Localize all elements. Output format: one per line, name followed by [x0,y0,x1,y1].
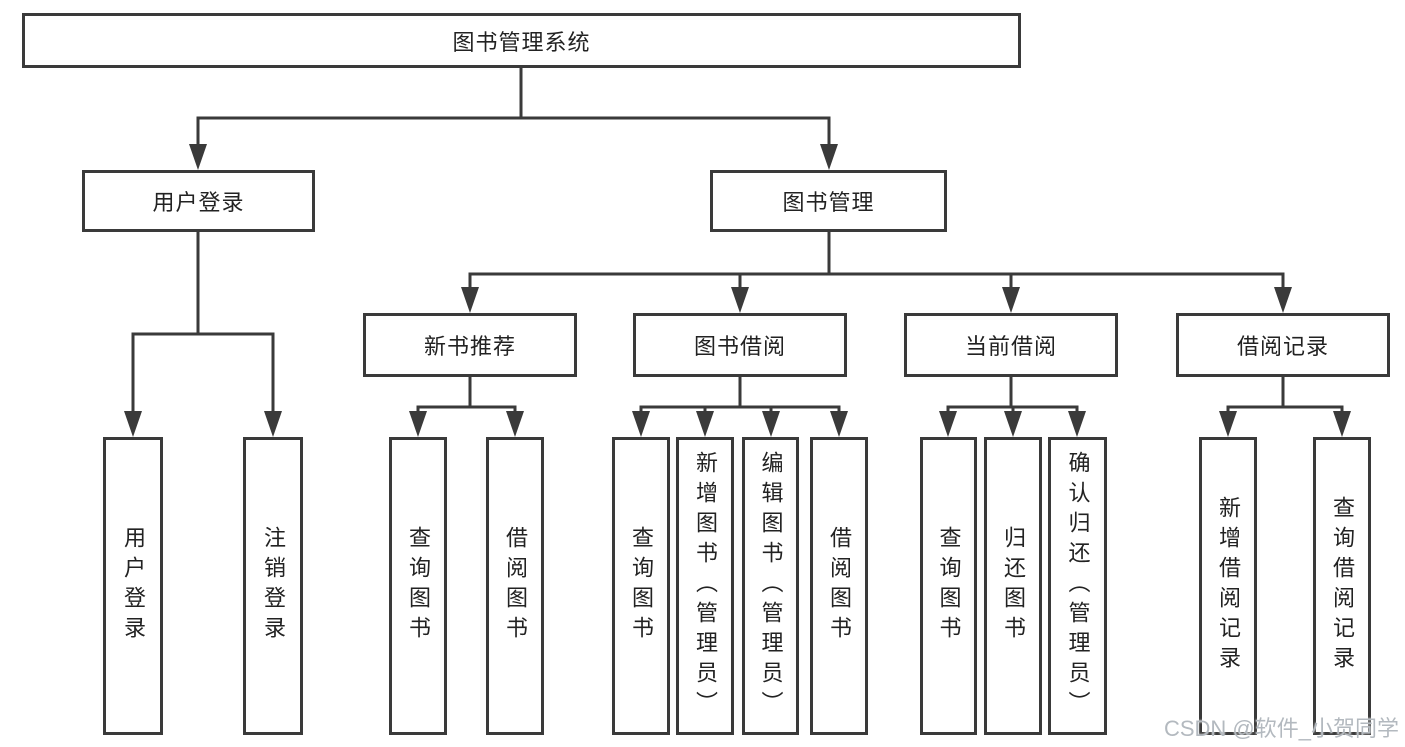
node-user-login-label: 用户登录 [152,190,245,215]
arrowheads [124,144,1351,437]
leaf-bb-borrow-books-label: 借阅图书 [827,526,852,646]
leaf-user-login: 用户登录 [103,437,163,735]
leaf-br-query-record-label: 查询借阅记录 [1330,496,1355,676]
node-root-system-label: 图书管理系统 [452,29,591,55]
node-book-borrow-label: 图书借阅 [693,334,786,359]
leaf-br-add-record: 新增借阅记录 [1199,437,1257,735]
leaf-bb-query-books-label: 查询图书 [629,526,654,646]
leaf-nbr-borrow-books-label: 借阅图书 [503,526,528,646]
node-borrow-records-label: 借阅记录 [1236,334,1329,359]
connector-user-login [131,232,275,417]
connector-borrow-records [1226,377,1344,417]
leaf-nbr-query-books: 查询图书 [389,437,447,735]
leaf-bb-add-books-admin: 新增图书（管理员） [676,437,734,735]
node-root-system: 图书管理系统 [22,13,1021,68]
node-new-book-recommend-label: 新书推荐 [423,334,516,359]
connector-root [196,68,831,152]
leaf-bb-add-books-admin-label: 新增图书（管理员） [693,451,718,721]
node-book-management: 图书管理 [710,170,947,232]
leaf-bb-borrow-books: 借阅图书 [810,437,868,735]
leaf-bb-edit-books-admin-label: 编辑图书（管理员） [758,451,784,721]
connector-book-management [468,232,1285,292]
node-user-login: 用户登录 [82,170,315,232]
leaf-bb-edit-books-admin: 编辑图书（管理员） [742,437,799,735]
leaf-cb-query-books-label: 查询图书 [936,526,962,646]
connector-book-borrow [639,377,841,417]
csdn-watermark: CSDN @软件_小贺同学 [1163,716,1399,741]
leaf-nbr-query-books-label: 查询图书 [406,526,431,646]
leaf-cb-query-books: 查询图书 [920,437,977,735]
node-current-borrow: 当前借阅 [904,313,1118,377]
leaf-bb-query-books: 查询图书 [612,437,670,735]
leaf-br-query-record: 查询借阅记录 [1313,437,1371,735]
leaf-cb-return-books-label: 归还图书 [1001,526,1026,646]
leaf-br-add-record-label: 新增借阅记录 [1216,496,1241,676]
node-borrow-records: 借阅记录 [1176,313,1390,377]
node-current-borrow-label: 当前借阅 [964,334,1057,359]
leaf-logout-label: 注销登录 [261,526,286,646]
leaf-logout: 注销登录 [243,437,303,735]
node-book-management-label: 图书管理 [782,190,875,215]
connector-new-book-recommend [416,377,517,417]
leaf-cb-confirm-return-admin-label: 确认归还（管理员） [1065,451,1091,721]
node-new-book-recommend: 新书推荐 [363,313,577,377]
leaf-cb-confirm-return-admin: 确认归还（管理员） [1048,437,1107,735]
leaf-nbr-borrow-books: 借阅图书 [486,437,544,735]
node-book-borrow: 图书借阅 [633,313,847,377]
leaf-user-login-label: 用户登录 [121,526,146,646]
leaf-cb-return-books: 归还图书 [984,437,1042,735]
